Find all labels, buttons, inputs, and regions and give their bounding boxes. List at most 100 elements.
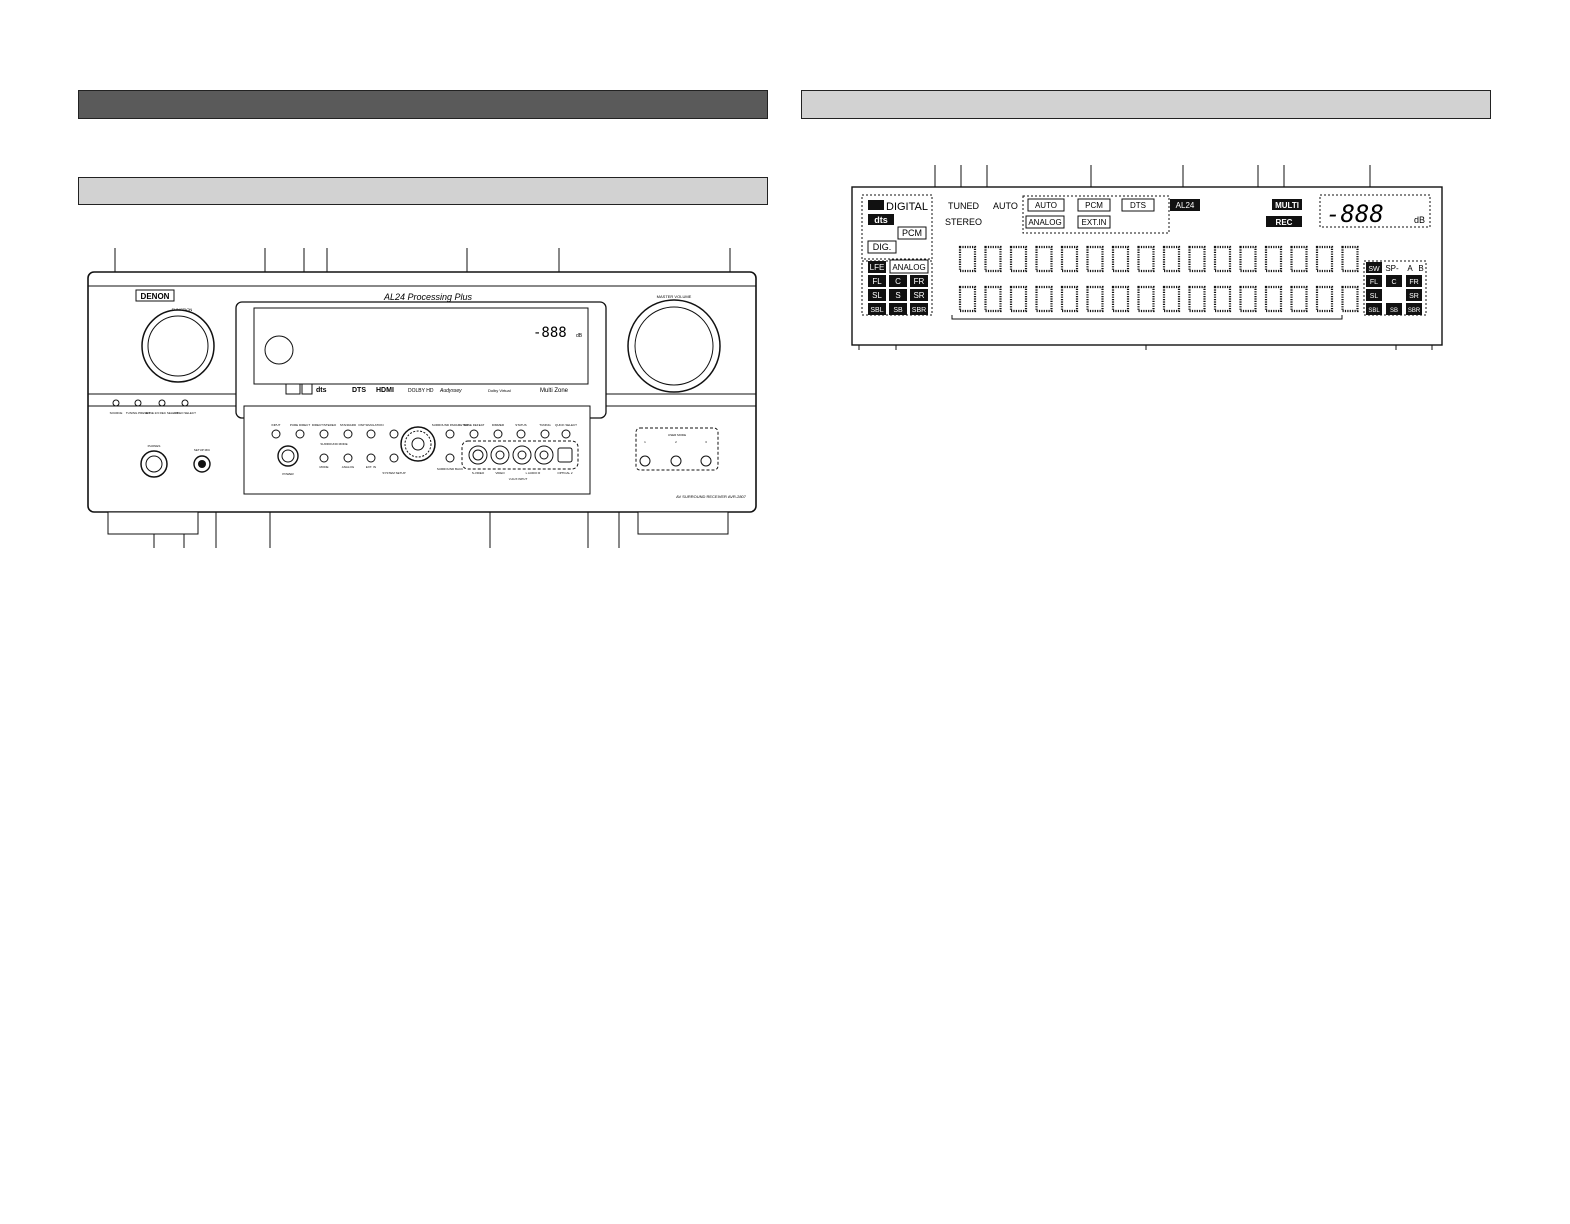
surround-mode-label: SURROUND MODE — [320, 442, 347, 446]
button-dimmer-label: DIMMER — [492, 423, 505, 427]
button-system-setup-label: SYSTEM SETUP — [382, 471, 405, 475]
speaker-sbl: SBL — [1368, 308, 1380, 314]
al24-indicator: AL24 — [1176, 201, 1195, 210]
channel-s: S — [895, 291, 900, 300]
speaker-fl: FL — [1370, 279, 1378, 286]
channel-sr: SR — [913, 291, 924, 300]
channel-sbl: SBL — [870, 307, 883, 314]
svideo-jack-label: S-VIDEO — [472, 471, 485, 475]
matrix-cell — [1341, 245, 1359, 273]
front-panel-illustration: DENON FUNCTION MASTER VOLUME AL24 Proces… — [87, 248, 757, 548]
matrix-cell — [1264, 285, 1283, 313]
button-tone-defeat-label: TONE DEFEAT — [464, 423, 485, 427]
button-tuning-label: TUNING — [539, 423, 551, 427]
button-video-select-label: VIDEO SELECT — [174, 411, 196, 415]
input-pcm-indicator: PCM — [1085, 201, 1103, 210]
rec-indicator: REC — [1276, 218, 1293, 227]
matrix-cell — [1188, 245, 1206, 273]
speaker-sbr: SBR — [1408, 308, 1421, 314]
user-mode-label: USER MODE — [668, 433, 686, 437]
channel-sbr: SBR — [912, 307, 926, 314]
input-dts-indicator: DTS — [1130, 201, 1146, 210]
mid-buttons[interactable] — [271, 429, 571, 439]
matrix-cell — [1111, 245, 1130, 273]
button-standard-label: STANDARD — [340, 423, 357, 427]
stereo-indicator: STEREO — [945, 217, 982, 227]
front-display-unit: dB — [576, 333, 583, 339]
pcm-indicator: PCM — [902, 228, 922, 238]
user-mode-3: 3 — [705, 440, 707, 444]
matrix-cell — [1315, 245, 1334, 273]
channel-fl: FL — [872, 277, 882, 286]
dig-indicator: DIG. — [873, 242, 892, 252]
analog-signal-indicator: ANALOG — [892, 263, 925, 272]
function-knob[interactable] — [141, 309, 215, 383]
button-analog-label: ANALOG — [342, 465, 355, 469]
channel-fr: FR — [914, 277, 925, 286]
user-mode-1: 1 — [644, 440, 646, 444]
speaker-c: C — [1391, 279, 1396, 286]
user-mode-group — [635, 427, 719, 471]
logo-dts: dts — [316, 387, 327, 394]
video-jack-label: VIDEO — [495, 471, 505, 475]
front-display-readout: -888 — [533, 325, 567, 341]
button-dsp-label: DSP SIMULATION — [358, 423, 383, 427]
matrix-cell — [1035, 285, 1053, 313]
cursor-pad[interactable] — [400, 426, 436, 462]
master-volume-knob[interactable] — [627, 299, 721, 393]
matrix-cell — [1137, 245, 1155, 273]
matrix-cell — [1060, 285, 1079, 313]
button-tuning-preset-label: TUNING PRESET — [126, 411, 151, 415]
matrix-cell — [1239, 285, 1257, 313]
button-source-label: SOURCE — [110, 411, 123, 415]
speaker-sp: SP- — [1385, 264, 1399, 273]
button-surround-parameter-label: SURROUND PARAMETER — [432, 423, 469, 427]
matrix-cell — [1086, 245, 1104, 273]
power-label: POWER — [282, 472, 294, 476]
logo-audyssey: Audyssey — [439, 388, 462, 394]
matrix-cell — [1213, 285, 1232, 313]
al24-badge: AL24 Processing Plus — [383, 292, 473, 302]
button-surround-back-label: SURROUND BACK — [437, 467, 463, 471]
tuned-indicator: TUNED — [948, 201, 979, 211]
vaux-input-title: V.AUX INPUT — [509, 477, 528, 481]
display-illustration: DIGITAL dts PCM DIG. LFE ANALOG FL C FR … — [851, 165, 1443, 350]
volume-unit: dB — [1414, 215, 1425, 225]
input-mode-group — [1022, 195, 1170, 234]
model-text: AV SURROUND RECEIVER AVR-2807 — [676, 494, 747, 499]
dolby-digital-indicator: DIGITAL — [886, 201, 928, 213]
matrix-cell — [1111, 285, 1130, 313]
logo-multi-zone: Multi Zone — [540, 388, 569, 394]
optical-jack-label: OPTICAL 2 — [557, 471, 573, 475]
matrix-cell — [958, 285, 977, 313]
input-ext-in-indicator: EXT.IN — [1082, 218, 1107, 227]
lfe-indicator: LFE — [870, 263, 885, 272]
logo-dolby-hd: DOLBY HD — [408, 388, 434, 394]
channel-sl: SL — [872, 291, 882, 300]
button-direct-stereo-label: DIRECT/STEREO — [312, 423, 337, 427]
audio-jack-label: L AUDIO R — [526, 471, 542, 475]
input-analog-indicator: ANALOG — [1028, 218, 1061, 227]
speaker-sw: SW — [1368, 266, 1380, 273]
matrix-cell — [958, 245, 977, 273]
matrix-cell — [1009, 245, 1028, 273]
upper-buttons[interactable] — [112, 399, 189, 407]
setup-mic-label: SETUP MIC — [194, 448, 211, 452]
button-input-label: INPUT — [272, 423, 281, 427]
multi-indicator: MULTI — [1275, 201, 1299, 210]
user-mode-buttons[interactable] — [639, 455, 712, 467]
matrix-cell — [1086, 285, 1104, 313]
brand-logo: DENON — [141, 292, 170, 301]
matrix-cell — [1137, 285, 1155, 313]
matrix-cell — [984, 245, 1002, 273]
remote-sensor — [264, 335, 294, 365]
matrix-cell — [1239, 245, 1257, 273]
vaux-jacks[interactable] — [468, 445, 573, 465]
speaker-b: B — [1418, 264, 1423, 273]
channel-c: C — [895, 277, 901, 286]
user-mode-2: 2 — [675, 440, 677, 444]
lower-buttons[interactable] — [319, 453, 455, 463]
dts-indicator: dts — [874, 215, 888, 225]
left-channel-grid: FL C FR SL S SR SBL SB SBR — [868, 275, 928, 315]
matrix-cell — [1264, 245, 1283, 273]
